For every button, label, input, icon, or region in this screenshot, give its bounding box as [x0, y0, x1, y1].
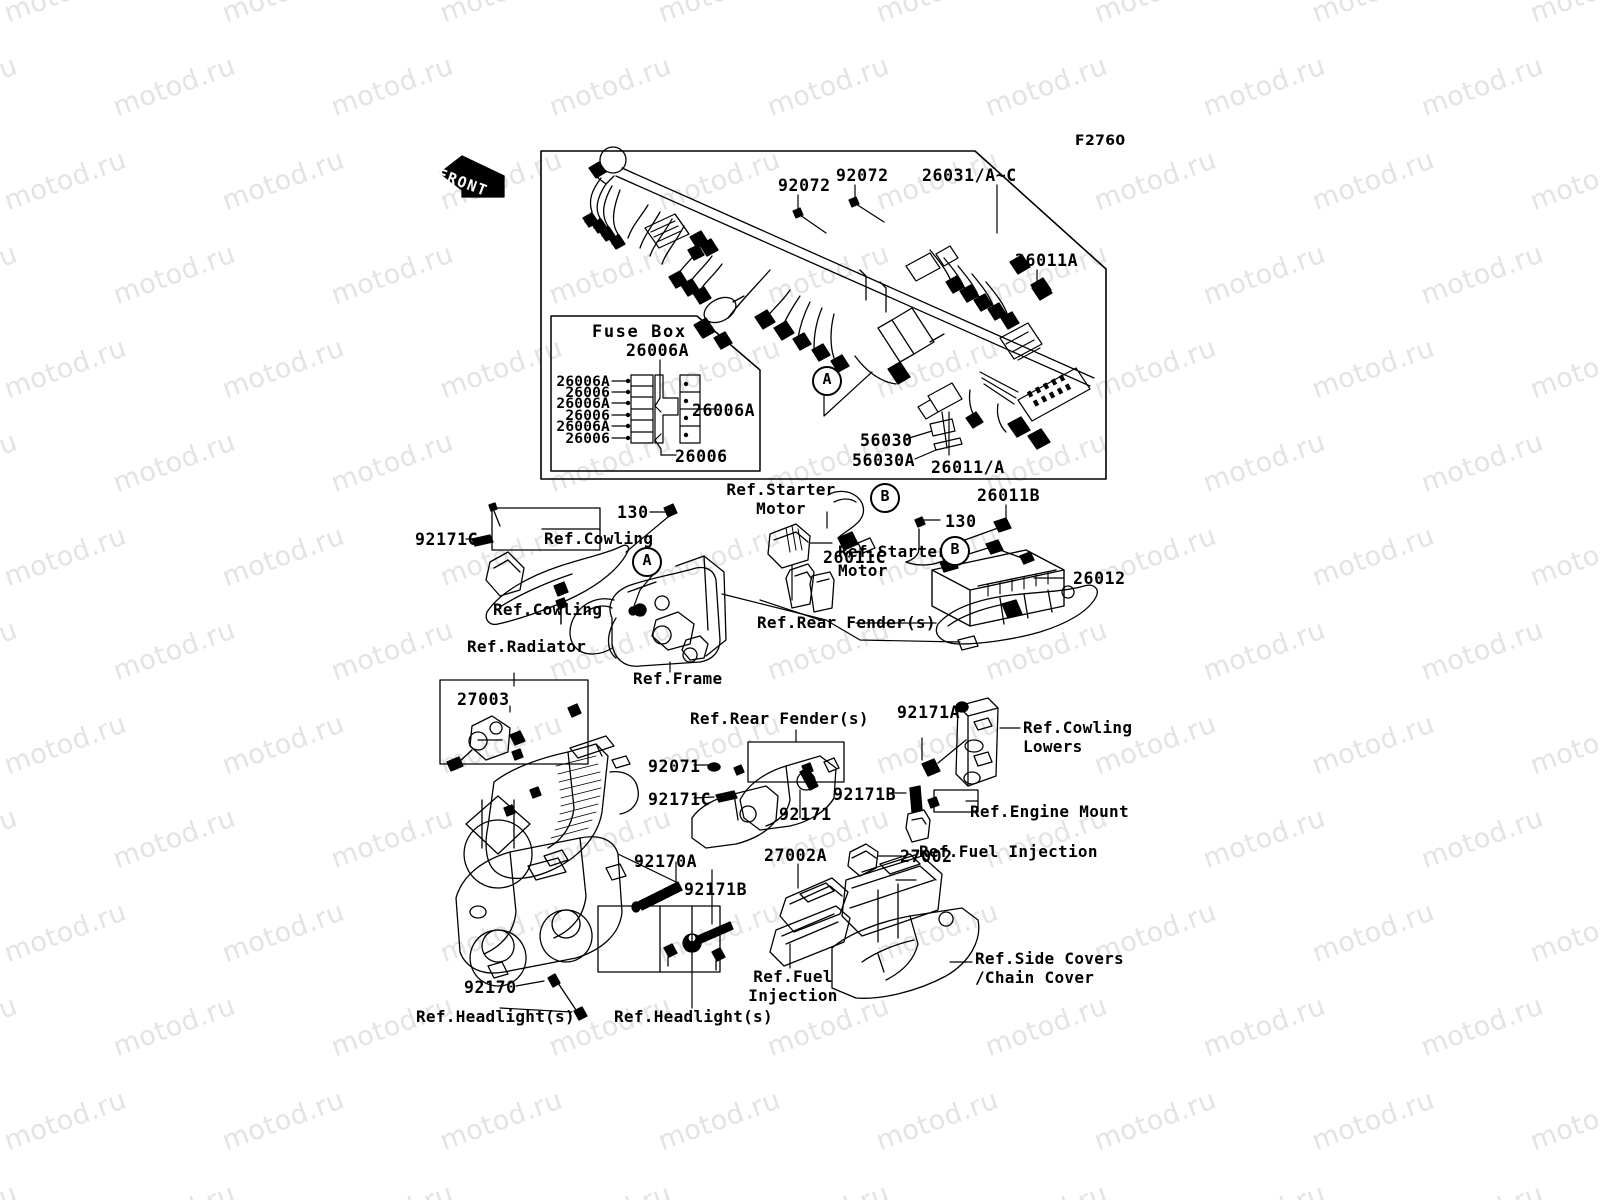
- part-92171a: 92171A: [897, 703, 961, 722]
- part-92072-left: 92072: [778, 176, 831, 195]
- fuse-bottom-label: 26006: [675, 447, 728, 466]
- part-26011c: 26011C: [823, 548, 887, 567]
- ref-headlight-left: Ref.Headlight(s): [416, 1007, 575, 1026]
- fuse-row-2: 26006: [565, 385, 610, 401]
- headlight-assembly: [455, 836, 627, 987]
- part-27002: 27002: [900, 847, 953, 866]
- ref-fuel-injection-right: Ref.Fuel Injection: [919, 842, 1098, 861]
- ref-cowling-lower: Ref.Cowling: [493, 600, 603, 619]
- part-92170: 92170: [464, 978, 517, 997]
- front-label: FRONT: [434, 165, 491, 200]
- part-26011a: 26011A: [1015, 251, 1079, 270]
- part-92171: 92171: [779, 805, 832, 824]
- part-92071: 92071: [648, 757, 701, 776]
- cable-26011c: [827, 490, 876, 554]
- callout-a-mid-leader: [628, 569, 658, 616]
- ref-starter-motor-top: Ref.Starter Motor: [726, 480, 836, 518]
- part-27002a: 27002A: [764, 846, 828, 865]
- callout-a-main: A: [812, 366, 842, 396]
- part-26011b: 26011B: [977, 486, 1041, 505]
- ref-engine-mount: Ref.Engine Mount: [970, 802, 1129, 821]
- battery-26012: [931, 549, 1065, 627]
- ref-headlight-right: Ref.Headlight(s): [614, 1007, 773, 1026]
- cowling-bracket-group: [471, 502, 630, 626]
- part-130-right: 130: [945, 512, 977, 531]
- ref-frame: Ref.Frame: [633, 669, 723, 688]
- engine-mount-bracket: [905, 785, 979, 843]
- part-92171b-engine: 92171B: [833, 785, 897, 804]
- part-26011-a: 26011/A: [931, 458, 1005, 477]
- fuse-row-1: 26006A: [556, 374, 610, 390]
- fuse-row-6: 26006: [565, 431, 610, 447]
- ref-rear-fenders-lower: Ref.Rear Fender(s): [690, 709, 869, 728]
- part-92171b-headlight: 92171B: [684, 880, 748, 899]
- main-box-leaders: [797, 184, 1038, 460]
- ref-radiator: Ref.Radiator: [467, 637, 587, 656]
- front-arrow-badge: [440, 156, 504, 197]
- part-27003: 27003: [457, 690, 510, 709]
- fuse-right-label: 26006A: [692, 401, 756, 420]
- ref-fuel-injection-left: Ref.Fuel Injection: [748, 967, 838, 1005]
- rear-fender-bracket: [691, 741, 845, 849]
- fuse-row-4: 26006: [565, 408, 610, 424]
- sheet-code: F2760: [1075, 133, 1126, 149]
- middle-leaders: [465, 504, 1065, 643]
- fuse-top-label: 26006A: [626, 341, 690, 360]
- fuel-injection-parts: [769, 843, 980, 999]
- part-56030: 56030: [860, 431, 913, 450]
- wire-harness-assembly: [582, 146, 1095, 451]
- clamp-92072-right: [848, 196, 885, 223]
- fuse-box-panel: [550, 315, 761, 472]
- fuse-row-3: 26006A: [556, 396, 610, 412]
- ref-rear-fenders-mid: Ref.Rear Fender(s): [757, 613, 936, 632]
- lower-leaders: [477, 661, 1021, 1013]
- fuse-box-title: Fuse Box: [592, 322, 687, 342]
- part-26012: 26012: [1073, 569, 1126, 588]
- part-92072-right: 92072: [836, 166, 889, 185]
- ref-starter-motor-mid: Ref.Starter Motor: [838, 542, 948, 580]
- starter-motor-bracket: [785, 563, 835, 613]
- ref-side-covers: Ref.Side Covers /Chain Cover: [975, 949, 1124, 987]
- part-92171c-lower: 92171C: [648, 790, 712, 809]
- callout-b-bottom: B: [940, 536, 970, 566]
- ref-cowling-lowers: Ref.Cowling Lowers: [1023, 718, 1133, 756]
- frame-ecu-assembly: [569, 555, 727, 667]
- cowling-lowers-bracket: [921, 697, 999, 787]
- starter-relay: [767, 523, 811, 569]
- main-harness-frame: [540, 150, 1107, 480]
- part-92170a: 92170A: [634, 852, 698, 871]
- part-26031: 26031/A~C: [922, 166, 1017, 185]
- ref-cowling-upper: Ref.Cowling: [544, 529, 654, 548]
- part-56030a: 56030A: [852, 451, 916, 470]
- part-92171c-mid: 92171C: [415, 530, 479, 549]
- part-130-left: 130: [617, 503, 649, 522]
- front-arrow-outline: [439, 155, 505, 198]
- front-orientation-badge: FRONT: [432, 148, 504, 206]
- clamp-92072-left: [792, 207, 827, 234]
- callout-a-middle: A: [632, 547, 662, 577]
- radiator-assembly: [463, 735, 639, 889]
- bolt-130-left: [625, 503, 678, 553]
- callout-b-top: B: [870, 483, 900, 513]
- fuse-box-internals: [611, 359, 717, 456]
- headlight-hardware: [547, 881, 734, 1021]
- fuse-row-5: 26006A: [556, 419, 610, 435]
- rear-fender-tray: [935, 584, 1098, 651]
